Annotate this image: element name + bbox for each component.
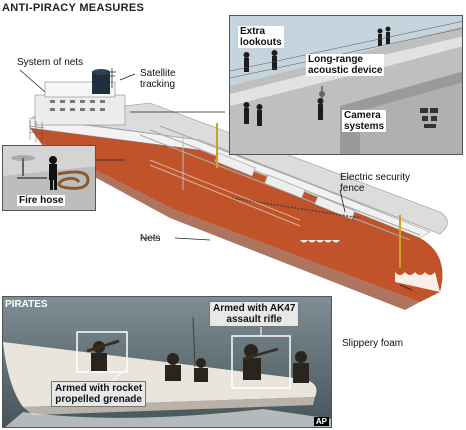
label-extra-lookouts: Extra lookouts — [238, 26, 284, 48]
inset-fire-hose: Fire hose — [2, 145, 96, 211]
pirates-photo: PIRATES Armed with AK47 assault rifle Ar… — [2, 296, 332, 428]
funnel — [92, 72, 110, 94]
label-ak47: Armed with AK47 assault rifle — [209, 301, 300, 327]
label-fire-hose: Fire hose — [17, 195, 66, 206]
acoustic-device-icon — [319, 86, 325, 106]
label-rpg: Armed with rocket propelled grenade — [51, 381, 147, 407]
label-nets: Nets — [140, 233, 161, 244]
label-electric-fence: Electric security fence — [340, 172, 411, 194]
hull-nets — [149, 159, 301, 227]
stern-nets — [29, 120, 45, 144]
bridge-superstructure — [34, 81, 126, 126]
pirates-heading: PIRATES — [5, 299, 48, 310]
ship-hull — [30, 128, 443, 302]
label-acoustic-device: Long-range acoustic device — [306, 54, 385, 76]
inset-bridge-deck: Extra lookouts Long-range acoustic devic… — [229, 15, 463, 155]
label-camera-systems: Camera systems — [342, 110, 387, 132]
photo-credit: AP — [313, 417, 329, 426]
label-satellite-tracking: Satellite tracking — [140, 68, 176, 90]
camera-icon — [420, 108, 438, 128]
slippery-foam — [300, 240, 440, 292]
label-system-of-nets: System of nets — [17, 57, 84, 68]
diagram-title: ANTI-PIRACY MEASURES — [2, 2, 145, 14]
fire-hose-illustration — [3, 146, 95, 210]
hose-operator-figure — [49, 156, 57, 190]
rpg-highlight-box — [76, 331, 128, 373]
label-slippery-foam: Slippery foam — [342, 338, 404, 349]
hose-coil — [57, 170, 90, 190]
